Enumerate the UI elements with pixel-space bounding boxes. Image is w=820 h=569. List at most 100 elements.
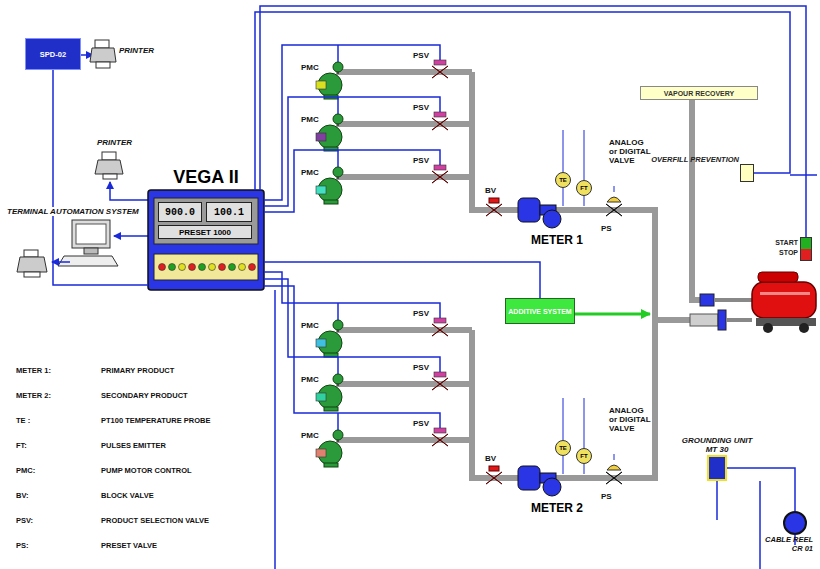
preset-valve xyxy=(606,204,622,216)
pmc-symbol xyxy=(333,374,343,384)
computer-icon xyxy=(58,220,118,266)
additive-box: ADDITIVE SYSTEM xyxy=(505,298,575,324)
part-label: ANALOG or DIGITAL VALVE xyxy=(608,138,652,166)
legend-text: SECONDARY PRODUCT xyxy=(100,392,189,401)
drawing-part xyxy=(189,264,196,271)
pump-base xyxy=(324,463,338,467)
psv-actuator xyxy=(434,112,446,117)
control-wire xyxy=(264,279,440,374)
pump-base xyxy=(324,200,338,204)
part-label: PMC xyxy=(300,375,320,384)
signal-wire xyxy=(584,130,585,180)
legend-text: PT100 TEMPERATURE PROBE xyxy=(100,417,211,426)
block-valve xyxy=(486,204,502,216)
drawing-part xyxy=(229,264,236,271)
legend-term: FT: xyxy=(15,442,28,451)
block-valve xyxy=(486,472,502,484)
display-cell: 900.0 xyxy=(158,202,202,222)
part-label: PRINTER xyxy=(118,46,155,55)
control-wire xyxy=(337,357,339,374)
drawing-part xyxy=(209,264,216,271)
pump-motor xyxy=(316,339,326,347)
probe-stem xyxy=(563,188,564,206)
pump-motor xyxy=(316,81,326,89)
node-text: VAPOUR RECOVERY xyxy=(664,90,734,97)
signal-wire xyxy=(584,398,585,448)
psv-actuator xyxy=(434,428,446,433)
controller-box: SPD-02 xyxy=(25,38,81,70)
control-wire xyxy=(264,97,440,206)
node-text: 900.0 xyxy=(165,207,195,218)
signal-wire xyxy=(614,186,615,192)
part-label: PSV xyxy=(412,156,430,165)
legend-term: METER 2: xyxy=(15,392,52,401)
probe-stem xyxy=(584,464,585,474)
drawing-part xyxy=(219,264,226,271)
part-label: PS xyxy=(600,224,613,233)
node-text: START STOP xyxy=(774,238,798,258)
drawing-part xyxy=(179,264,186,271)
legend-term: PMC: xyxy=(15,467,36,476)
psv-actuator xyxy=(434,318,446,323)
grounding-box: GROUNDING UNIT MT 30 xyxy=(707,455,727,481)
node-text: VEGA II xyxy=(173,167,238,188)
drawing-part xyxy=(239,264,246,271)
printer-icon xyxy=(17,250,47,277)
loading-arm xyxy=(690,294,752,330)
signal-connector xyxy=(53,70,148,285)
pipe xyxy=(336,69,472,75)
display-cell: 100.1 xyxy=(206,202,252,222)
button-row xyxy=(159,264,256,271)
signal-connector xyxy=(255,12,790,190)
probe-circle: FT xyxy=(576,448,592,464)
probe-circle: FT xyxy=(576,180,592,196)
signal-wire xyxy=(563,398,564,440)
block-valve-actuator xyxy=(489,466,499,471)
signal-wire xyxy=(563,130,564,172)
tank-truck xyxy=(752,272,816,333)
signal-wire xyxy=(614,454,615,460)
probe-stem xyxy=(584,196,585,206)
control-wire xyxy=(337,97,339,114)
pmc-symbol xyxy=(333,114,343,124)
part-label: PMC xyxy=(300,115,320,124)
part-label: PMC xyxy=(300,168,320,177)
overfill-box: OVERFILL PREVENTION xyxy=(740,164,754,182)
legend-term: PS: xyxy=(15,542,30,551)
legend-term: METER 1: xyxy=(15,367,52,376)
legend-text: PRODUCT SELECTION VALVE xyxy=(100,517,210,526)
meter-counter xyxy=(543,478,561,496)
start-stop-box: START STOP xyxy=(800,237,812,261)
probe-circle: TE xyxy=(555,440,571,456)
control-wire xyxy=(337,45,339,62)
pump-set xyxy=(264,45,472,467)
pmc-symbol xyxy=(333,167,343,177)
part-label: PS xyxy=(600,492,613,501)
part-label: PSV xyxy=(412,51,430,60)
pipe xyxy=(336,437,472,443)
drawing-part xyxy=(169,264,176,271)
part-label: PSV xyxy=(412,309,430,318)
part-label: PSV xyxy=(412,419,430,428)
node-text: FT xyxy=(580,185,587,191)
pipe xyxy=(336,327,472,333)
signal-connector xyxy=(727,468,795,511)
signal-connector xyxy=(264,262,540,298)
node-text: FT xyxy=(580,453,587,459)
legend-text: BLOCK VALVE xyxy=(100,492,155,501)
pipe xyxy=(336,121,472,127)
legend-text: PUMP MOTOR CONTROL xyxy=(100,467,193,476)
psv-actuator xyxy=(434,372,446,377)
pump-motor xyxy=(316,186,326,194)
printer-icon xyxy=(95,152,123,179)
node-text: PRESET 1000 xyxy=(179,228,231,237)
drawing-part xyxy=(249,264,256,271)
controller-housing xyxy=(148,190,264,290)
pmc-symbol xyxy=(333,430,343,440)
part-label: PMC xyxy=(300,321,320,330)
psv-valve xyxy=(432,66,448,78)
part-label: METER 2 xyxy=(530,502,584,516)
preset-actuator xyxy=(607,197,621,202)
psv-valve xyxy=(432,378,448,390)
probe-circle: TE xyxy=(555,172,571,188)
